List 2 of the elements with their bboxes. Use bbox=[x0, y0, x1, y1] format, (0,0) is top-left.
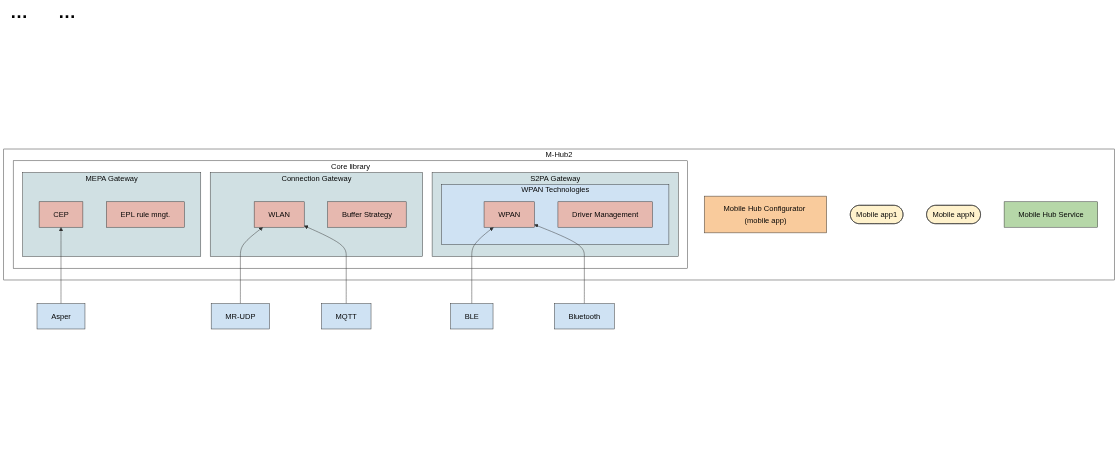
ellipsis-label: … bbox=[10, 2, 28, 22]
ellipsis-label: … bbox=[58, 2, 76, 22]
